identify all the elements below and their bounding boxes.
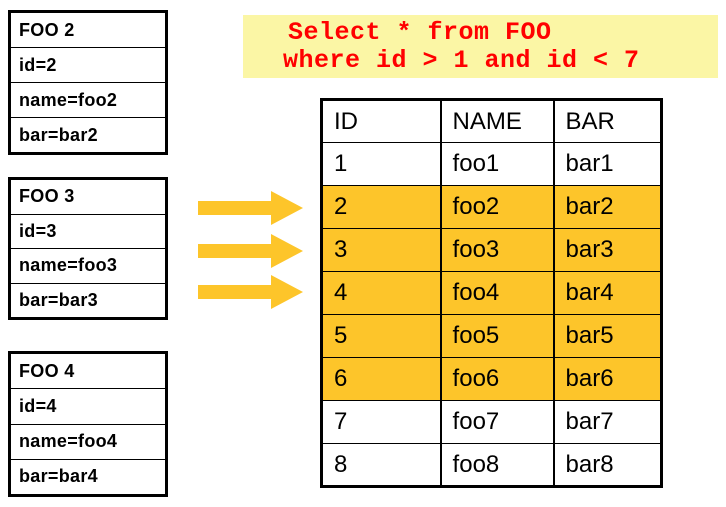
sql-query-line-2: where id > 1 and id < 7 [283, 46, 640, 75]
result-cell: bar5 [552, 314, 662, 358]
flow-arrow-2 [198, 234, 303, 268]
result-cell: 8 [321, 443, 441, 487]
record-card-field: name=foo2 [11, 83, 165, 118]
sql-query-line-1: Select * from FOO [288, 18, 552, 47]
record-card-field: name=foo4 [11, 425, 165, 460]
result-cell: bar1 [552, 142, 662, 186]
result-cell: bar6 [552, 357, 662, 401]
sql-query-box: Select * from FOO where id > 1 and id < … [243, 15, 718, 78]
record-card-title: FOO 4 [11, 354, 165, 390]
column-header-name: NAME [439, 99, 554, 143]
column-header-id: ID [334, 107, 358, 135]
record-card-field: name=foo3 [11, 249, 165, 284]
result-cell: 3 [321, 228, 441, 272]
result-cell: 2 [321, 185, 441, 229]
record-card-title: FOO 2 [11, 13, 165, 48]
result-cell: bar7 [552, 400, 662, 444]
result-cell: bar8 [552, 443, 662, 487]
record-card-field: bar=bar2 [19, 124, 98, 145]
result-cell: 5 [321, 314, 441, 358]
result-cell: 6 [321, 357, 441, 401]
result-cell: foo6 [439, 357, 554, 401]
result-cell: foo3 [439, 228, 554, 272]
result-cell: bar4 [552, 271, 662, 315]
record-card-field: id=3 [11, 215, 165, 249]
record-card-title: FOO 3 [11, 180, 165, 215]
column-header-bar: BAR [552, 99, 662, 143]
result-cell: foo8 [439, 443, 554, 487]
result-cell: 7 [321, 400, 441, 444]
result-cell: foo7 [439, 400, 554, 444]
result-cell: bar3 [552, 228, 662, 272]
result-cell: 1 [321, 142, 441, 186]
result-cell: foo4 [439, 271, 554, 315]
flow-arrow-1 [198, 191, 303, 225]
record-card-field: bar=bar3 [19, 289, 98, 310]
record-card-field: bar=bar4 [19, 466, 98, 487]
record-card-field: id=2 [11, 48, 165, 83]
result-cell: foo1 [439, 142, 554, 186]
result-cell: 4 [321, 271, 441, 315]
record-card-field: id=4 [11, 389, 165, 425]
result-cell: bar2 [552, 185, 662, 229]
flow-arrow-3 [198, 275, 303, 309]
result-cell: foo2 [439, 185, 554, 229]
result-cell: foo5 [439, 314, 554, 358]
